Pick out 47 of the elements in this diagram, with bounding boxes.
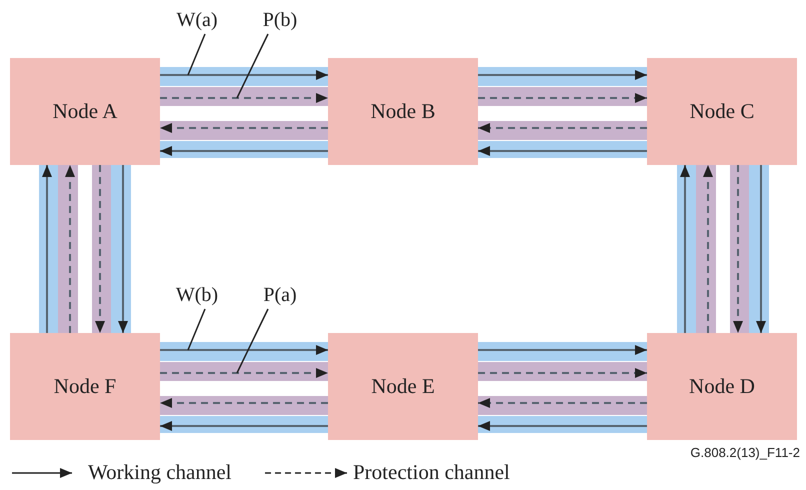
protection-channel-arrow — [65, 165, 75, 333]
working-channel-arrow — [160, 146, 328, 156]
protection-channel-arrow — [478, 123, 647, 133]
protection-channel-arrow — [160, 368, 328, 378]
channel-label: P(a) — [263, 284, 297, 306]
channel-label: W(b) — [176, 284, 218, 306]
working-channel-arrow — [160, 345, 328, 355]
node-label: Node F — [54, 374, 116, 399]
working-channel-arrow — [478, 421, 647, 431]
node-label: Node A — [52, 99, 118, 124]
protection-channel-arrow — [478, 398, 647, 408]
protection-channel-arrow — [160, 398, 328, 408]
network-node-box — [647, 58, 797, 165]
working-channel-arrow — [160, 421, 328, 431]
leader-line — [236, 308, 269, 374]
figure-id: G.808.2(13)_F11-2 — [690, 445, 800, 460]
channel-label: P(b) — [262, 8, 298, 32]
leader-line — [187, 34, 206, 76]
legend-label: Protection channel — [353, 460, 510, 485]
legend-label: Working channel — [88, 460, 232, 485]
protection-channel-arrow — [703, 165, 713, 333]
working-channel-arrow — [118, 165, 128, 333]
working-channel-arrow — [478, 70, 647, 80]
protection-channel-arrow — [478, 93, 647, 103]
node-label: Node B — [370, 99, 436, 124]
node-label: Node D — [689, 374, 755, 399]
network-node-box — [10, 58, 160, 165]
leader-line — [187, 308, 206, 350]
protection-channel-arrow — [160, 93, 328, 103]
working-channel-arrow — [478, 345, 647, 355]
network-node-box — [328, 58, 478, 165]
working-channel-arrow — [160, 70, 328, 80]
channel-label: W(a) — [176, 8, 218, 32]
protection-channel-arrow — [478, 368, 647, 378]
node-label: Node C — [690, 99, 754, 124]
protection-channel-arrow — [95, 165, 105, 333]
protection-channel-arrow — [160, 123, 328, 133]
protection-channel-arrow — [733, 165, 743, 333]
network-node-box — [647, 333, 797, 440]
network-node-box — [10, 333, 160, 440]
leader-line — [236, 34, 269, 98]
working-channel-arrow — [42, 165, 52, 333]
node-label: Node E — [371, 374, 435, 399]
network-node-box — [328, 333, 478, 440]
working-channel-arrow — [680, 165, 690, 333]
working-channel-arrow — [756, 165, 766, 333]
working-channel-arrow — [478, 146, 647, 156]
